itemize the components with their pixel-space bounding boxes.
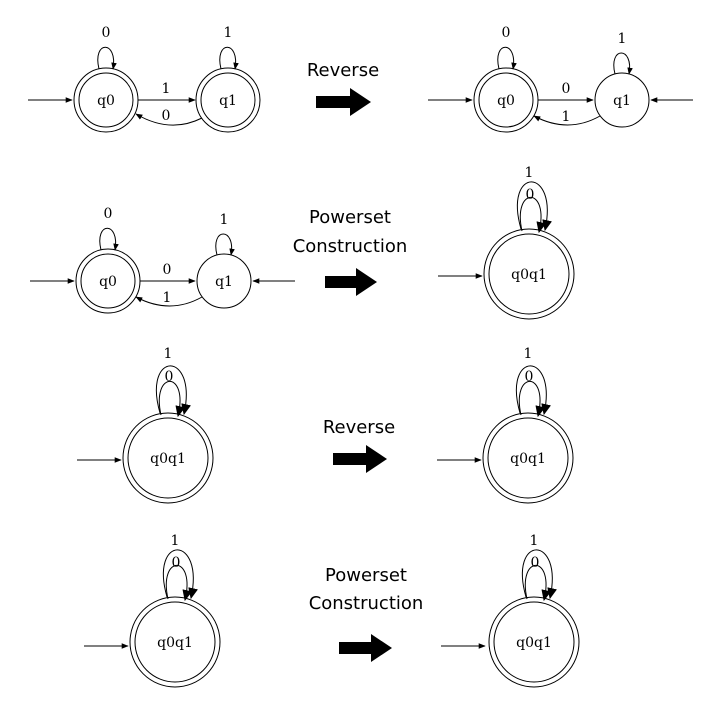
state-q0: q0 — [73, 67, 139, 133]
loop-q0-label: 0 — [104, 206, 113, 222]
loop-outer-label: 1 — [164, 346, 173, 362]
state-label: q0 — [497, 93, 515, 109]
state-q1: q1 — [195, 67, 261, 133]
loop-outer — [516, 181, 552, 232]
loop-inner — [519, 196, 547, 234]
loop-outer-label: 1 — [525, 165, 534, 181]
state-q0q1: q0q1 — [129, 596, 221, 688]
state-q0q1: q0q1 — [122, 412, 214, 504]
loop-q1-label: 1 — [224, 25, 233, 41]
state-label: q1 — [219, 93, 237, 109]
loop-q0 — [99, 227, 119, 251]
automaton-r1-left: q0 q1 0 1 0 1 — [28, 25, 261, 133]
state-label: q0 — [99, 274, 117, 290]
loop-q0 — [97, 46, 117, 70]
edge-q0-q1-label: 0 — [562, 81, 571, 97]
loop-q0-label: 0 — [102, 25, 111, 41]
edge-q1-q0-label: 1 — [163, 290, 172, 306]
step-label-line: Construction — [293, 236, 408, 257]
loop-inner-label: 0 — [172, 555, 181, 571]
loop-outer — [515, 365, 551, 416]
step-2: Powerset Construction — [293, 207, 408, 296]
state-label: q0 — [97, 93, 115, 109]
state-q1: q1 — [196, 253, 252, 309]
loop-inner — [518, 380, 546, 418]
state-label: q0q1 — [511, 267, 547, 283]
block-arrow — [339, 634, 392, 662]
loop-inner-label: 0 — [531, 555, 540, 571]
loop-outer — [521, 549, 557, 600]
automaton-r4-right: q0q1 1 0 — [441, 533, 580, 688]
state-label: q0q1 — [510, 451, 546, 467]
edge-q0-q1-label: 0 — [163, 262, 172, 278]
loop-inner — [524, 564, 552, 602]
step-label-line: Reverse — [307, 60, 379, 81]
loop-outer-label: 1 — [524, 346, 533, 362]
edge-q1-q0 — [533, 115, 601, 126]
loop-q0 — [497, 46, 517, 70]
state-label: q1 — [215, 274, 233, 290]
state-label: q0q1 — [157, 635, 193, 651]
step-4: Powerset Construction — [309, 565, 424, 662]
step-1: Reverse — [307, 60, 379, 116]
step-label-line: Powerset — [325, 565, 407, 586]
loop-q1-label: 1 — [618, 31, 627, 47]
loop-outer — [162, 549, 198, 600]
automaton-r1-right: q0 q1 0 0 1 1 — [428, 25, 693, 133]
loop-outer-label: 1 — [171, 533, 180, 549]
step-label-line: Construction — [309, 593, 424, 614]
automaton-r3-right: q0q1 1 0 — [437, 346, 574, 504]
state-label: q0q1 — [150, 451, 186, 467]
automaton-r2-left: q0 q1 0 0 1 1 — [30, 206, 295, 314]
loop-outer-label: 1 — [530, 533, 539, 549]
loop-inner-label: 0 — [526, 187, 535, 203]
edge-q1-q0-label: 1 — [562, 109, 571, 125]
block-arrow — [316, 88, 371, 116]
loop-inner-label: 0 — [165, 369, 174, 385]
step-label-line: Powerset — [309, 207, 391, 228]
loop-inner-label: 0 — [525, 369, 534, 385]
block-arrow — [325, 268, 377, 296]
automaton-r4-left: q0q1 1 0 — [84, 533, 221, 688]
loop-q1 — [613, 52, 633, 75]
step-label-line: Reverse — [323, 417, 395, 438]
loop-outer — [155, 365, 191, 416]
state-q0: q0 — [75, 248, 141, 314]
loop-q1 — [215, 233, 235, 256]
block-arrow — [333, 445, 387, 473]
state-q0q1: q0q1 — [482, 412, 574, 504]
edge-q1-q0 — [135, 113, 203, 126]
automaton-r2-right: q0q1 1 0 — [438, 165, 575, 320]
edge-q1-q0 — [135, 296, 203, 307]
loop-q1 — [219, 46, 239, 70]
edge-q0-q1-label: 1 — [162, 81, 171, 97]
automaton-r3-left: q0q1 1 0 — [77, 346, 214, 504]
step-3: Reverse — [323, 417, 395, 473]
state-q0q1: q0q1 — [483, 228, 575, 320]
state-label: q1 — [613, 93, 631, 109]
loop-inner — [165, 564, 193, 602]
edge-q1-q0-label: 0 — [162, 108, 171, 124]
state-q0: q0 — [473, 67, 539, 133]
state-q0q1: q0q1 — [488, 596, 580, 688]
loop-q0-label: 0 — [502, 25, 511, 41]
state-q1: q1 — [594, 72, 650, 128]
loop-inner — [158, 380, 186, 418]
loop-q1-label: 1 — [220, 212, 229, 228]
state-label: q0q1 — [516, 635, 552, 651]
